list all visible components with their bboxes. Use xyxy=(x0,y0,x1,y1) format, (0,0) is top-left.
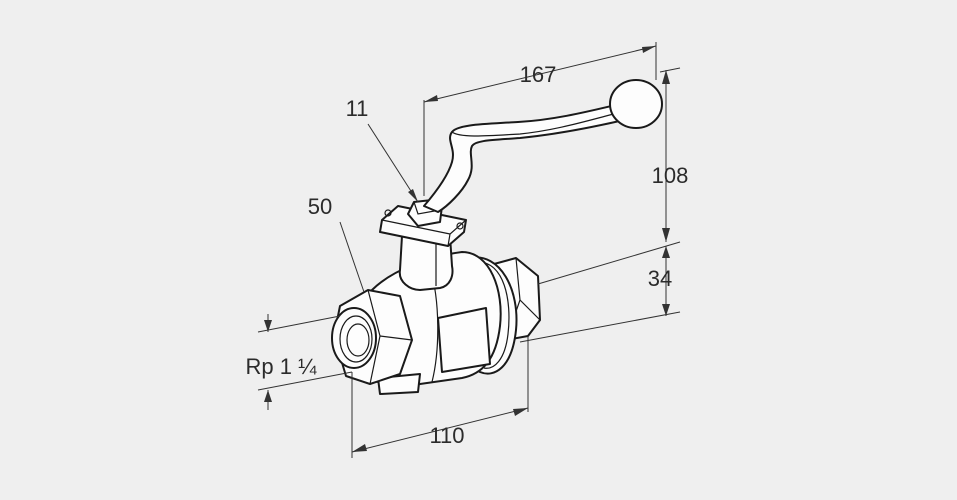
dimension-handle-length: 167 xyxy=(423,42,657,196)
handle-height-label: 108 xyxy=(652,163,689,188)
hex-label: 50 xyxy=(308,194,332,219)
lever-handle xyxy=(423,79,663,213)
dimension-spindle: 11 xyxy=(346,96,419,203)
handle-length-label: 167 xyxy=(520,62,557,87)
thread-label: Rp 1 ¼ xyxy=(246,354,318,379)
body-length-label: 110 xyxy=(429,423,464,448)
dimension-handle-height: 108 xyxy=(652,67,689,242)
valve-body xyxy=(331,199,541,395)
dimension-body-length: 110 xyxy=(351,336,529,458)
spindle-label: 11 xyxy=(346,96,369,121)
center-height-label: 34 xyxy=(648,266,672,291)
dimension-center-height: 34 xyxy=(519,241,681,343)
dimension-hex: 50 xyxy=(308,194,365,293)
dimension-thread: Rp 1 ¼ xyxy=(246,314,353,410)
